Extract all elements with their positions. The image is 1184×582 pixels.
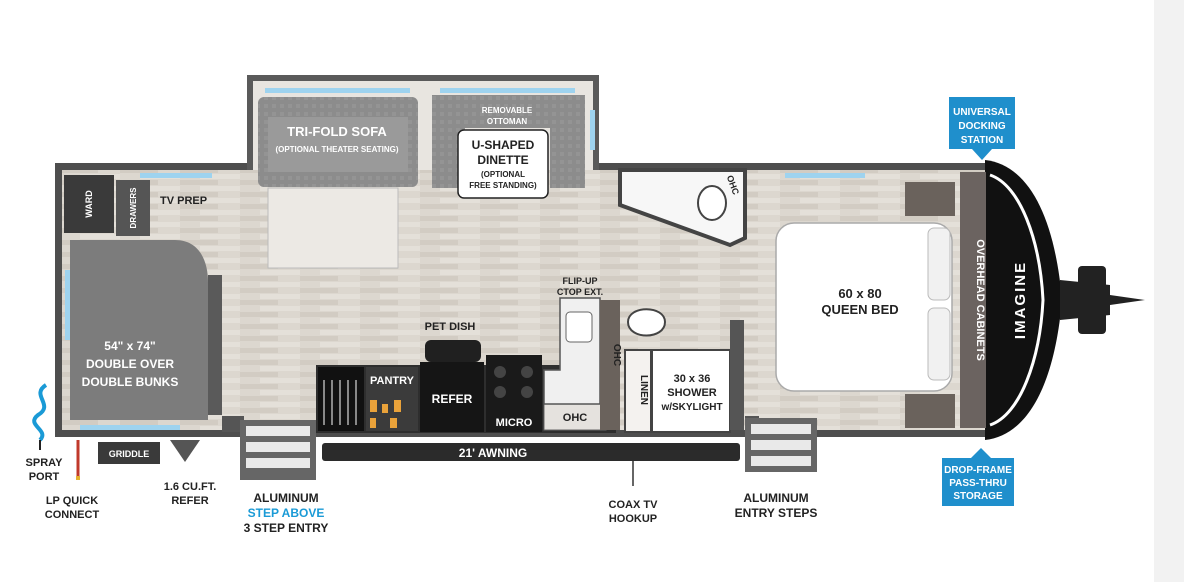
port-label: PORT xyxy=(29,471,60,483)
spray-label: SPRAY xyxy=(26,457,64,469)
front-cap xyxy=(985,160,1062,440)
drop-frame-callout xyxy=(942,458,1014,506)
pet-dish xyxy=(425,340,481,362)
bunk-size-label: 54" x 74" xyxy=(104,339,155,353)
storage-label: STORAGE xyxy=(953,491,1003,502)
removable-label: REMOVABLE xyxy=(482,106,533,115)
theater-seating-label: (OPTIONAL THEATER SEATING) xyxy=(275,145,398,154)
awning-label: 21' AWNING xyxy=(459,446,527,460)
drop-frame-label: DROP-FRAME xyxy=(944,465,1012,476)
small-refer-door xyxy=(170,440,200,462)
refer-label: REFER xyxy=(432,392,473,406)
nightstand-bottom xyxy=(905,394,955,428)
aluminum-entry-steps xyxy=(745,418,817,472)
three-step-entry-label: 3 STEP ENTRY xyxy=(244,521,329,535)
hookup-label: HOOKUP xyxy=(609,513,657,525)
universal-label: UNIVERSAL xyxy=(953,107,1011,118)
linen-cabinet xyxy=(624,349,652,433)
wardrobe xyxy=(64,175,114,233)
floorplan-diagram: TRI-FOLD SOFA (OPTIONAL THEATER SEATING)… xyxy=(26,75,1145,535)
pillow-bottom xyxy=(927,307,951,381)
connect-label: CONNECT xyxy=(45,509,100,521)
u-shaped-label: U-SHAPED xyxy=(472,138,535,152)
pass-thru-label: PASS-THRU xyxy=(949,478,1007,489)
dinette xyxy=(432,95,585,188)
free-standing-label: FREE STANDING) xyxy=(469,181,537,190)
bath-sink xyxy=(697,185,727,221)
aluminum-label-left: ALUMINUM xyxy=(253,491,318,505)
nightstand-top xyxy=(905,182,955,216)
coax-tv-label: COAX TV xyxy=(609,499,659,511)
shower-size-label: 30 x 36 xyxy=(674,373,711,385)
refer-small-label: REFER xyxy=(171,495,208,507)
sofa-bed-outline xyxy=(267,187,399,269)
dinette-label: DINETTE xyxy=(477,153,528,167)
shower-label: SHOWER xyxy=(667,387,717,399)
queen-size-label: 60 x 80 xyxy=(838,286,881,301)
imagine-logo-text: IMAGINE xyxy=(1012,261,1029,339)
optional-label: (OPTIONAL xyxy=(481,170,525,179)
linen-label: LINEN xyxy=(638,375,649,405)
double-over-label: DOUBLE OVER xyxy=(86,357,174,371)
lp-quick-label: LP QUICK xyxy=(46,495,98,507)
tv-prep-label: TV PREP xyxy=(160,195,207,207)
station-label: STATION xyxy=(961,135,1003,146)
docking-station-callout xyxy=(949,97,1015,149)
pillow-top xyxy=(927,227,951,301)
ottoman-label: OTTOMAN xyxy=(487,117,528,126)
toilet xyxy=(626,308,667,337)
awning xyxy=(322,443,740,461)
griddle xyxy=(98,442,160,464)
docking-label: DOCKING xyxy=(958,121,1005,132)
refrigerator xyxy=(420,362,484,432)
pet-dish-label: PET DISH xyxy=(425,321,476,333)
queen-bed-label: QUEEN BED xyxy=(821,302,898,317)
step-above-label: STEP ABOVE xyxy=(248,506,325,520)
entry-steps-label: ENTRY STEPS xyxy=(735,506,818,520)
aluminum-label-right: ALUMINUM xyxy=(743,491,808,505)
overhead-cabinets xyxy=(960,172,986,428)
ohc-kitchen-label: OHC xyxy=(611,344,622,366)
kitchen-sink xyxy=(565,311,593,343)
double-bunks-label: DOUBLE BUNKS xyxy=(82,375,179,389)
drawers-label: DRAWERS xyxy=(129,187,138,229)
overhead-cabinets-label: OVERHEAD CABINETS xyxy=(974,239,986,361)
pantry-label: PANTRY xyxy=(370,375,415,387)
ohc-micro-label: OHC xyxy=(563,412,588,424)
flip-up-label: FLIP-UP xyxy=(563,276,598,286)
step-above-entry-steps xyxy=(240,420,316,480)
drawers xyxy=(116,180,150,236)
floorplan-canvas: TRI-FOLD SOFA (OPTIONAL THEATER SEATING)… xyxy=(0,0,1154,582)
shower xyxy=(651,349,731,433)
griddle-label: GRIDDLE xyxy=(109,449,150,459)
refer-size-label: 1.6 CU.FT. xyxy=(164,481,217,493)
ctop-ext-label: CTOP EXT. xyxy=(557,287,603,297)
spray-port-hose xyxy=(32,383,48,442)
dinette-table xyxy=(457,129,549,199)
micro-label: MICRO xyxy=(496,417,533,429)
ohc-kitchen-cabinet xyxy=(600,300,620,430)
bunks xyxy=(70,240,208,420)
queen-bed xyxy=(775,222,953,392)
tri-fold-sofa-label: TRI-FOLD SOFA xyxy=(287,124,387,139)
ward-label: WARD xyxy=(84,190,94,218)
skylight-label: w/SKYLIGHT xyxy=(660,402,722,413)
